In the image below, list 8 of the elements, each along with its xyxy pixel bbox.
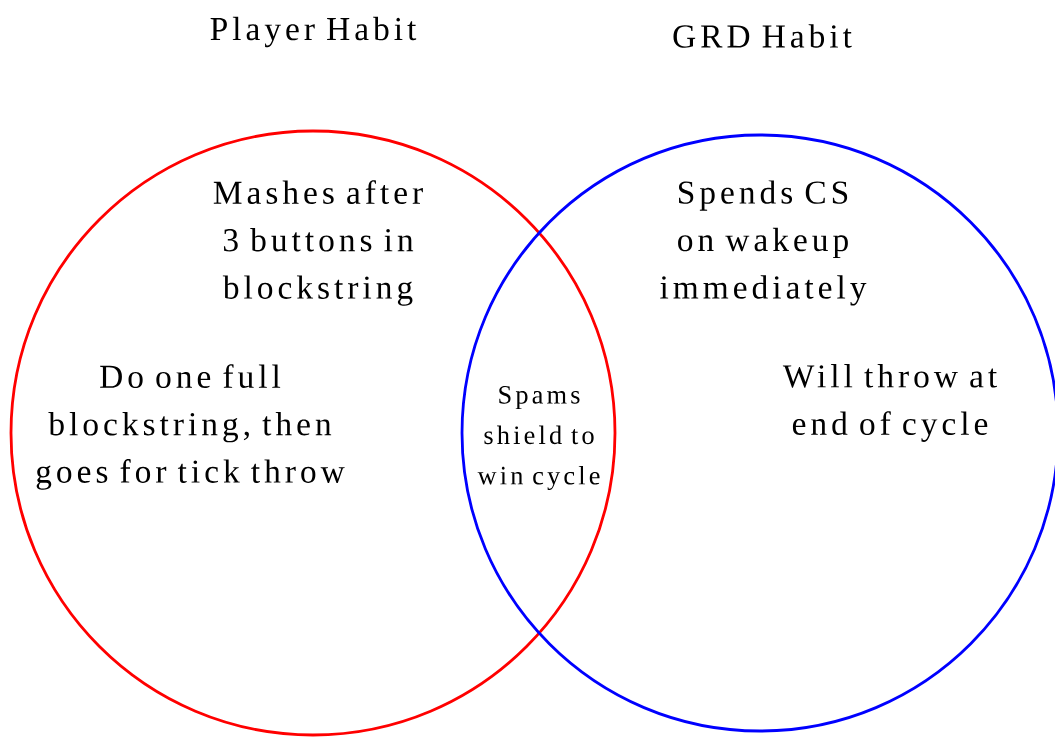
habit-text: Spends CS on wakeup immediately (660, 180, 867, 306)
venn-circle (9, 129, 617, 737)
circle-title: Player Habit (210, 16, 417, 48)
overlap-text: Spams shield to win cycle (477, 386, 600, 490)
circle-title: GRD Habit (673, 24, 852, 48)
habit-text: Do one full blockstring, then goes for tick throw (36, 364, 345, 490)
habit-text: Mashes after 3 buttons in blockstring (213, 180, 423, 306)
habit-text: Will throw at end of cycle (782, 364, 997, 442)
